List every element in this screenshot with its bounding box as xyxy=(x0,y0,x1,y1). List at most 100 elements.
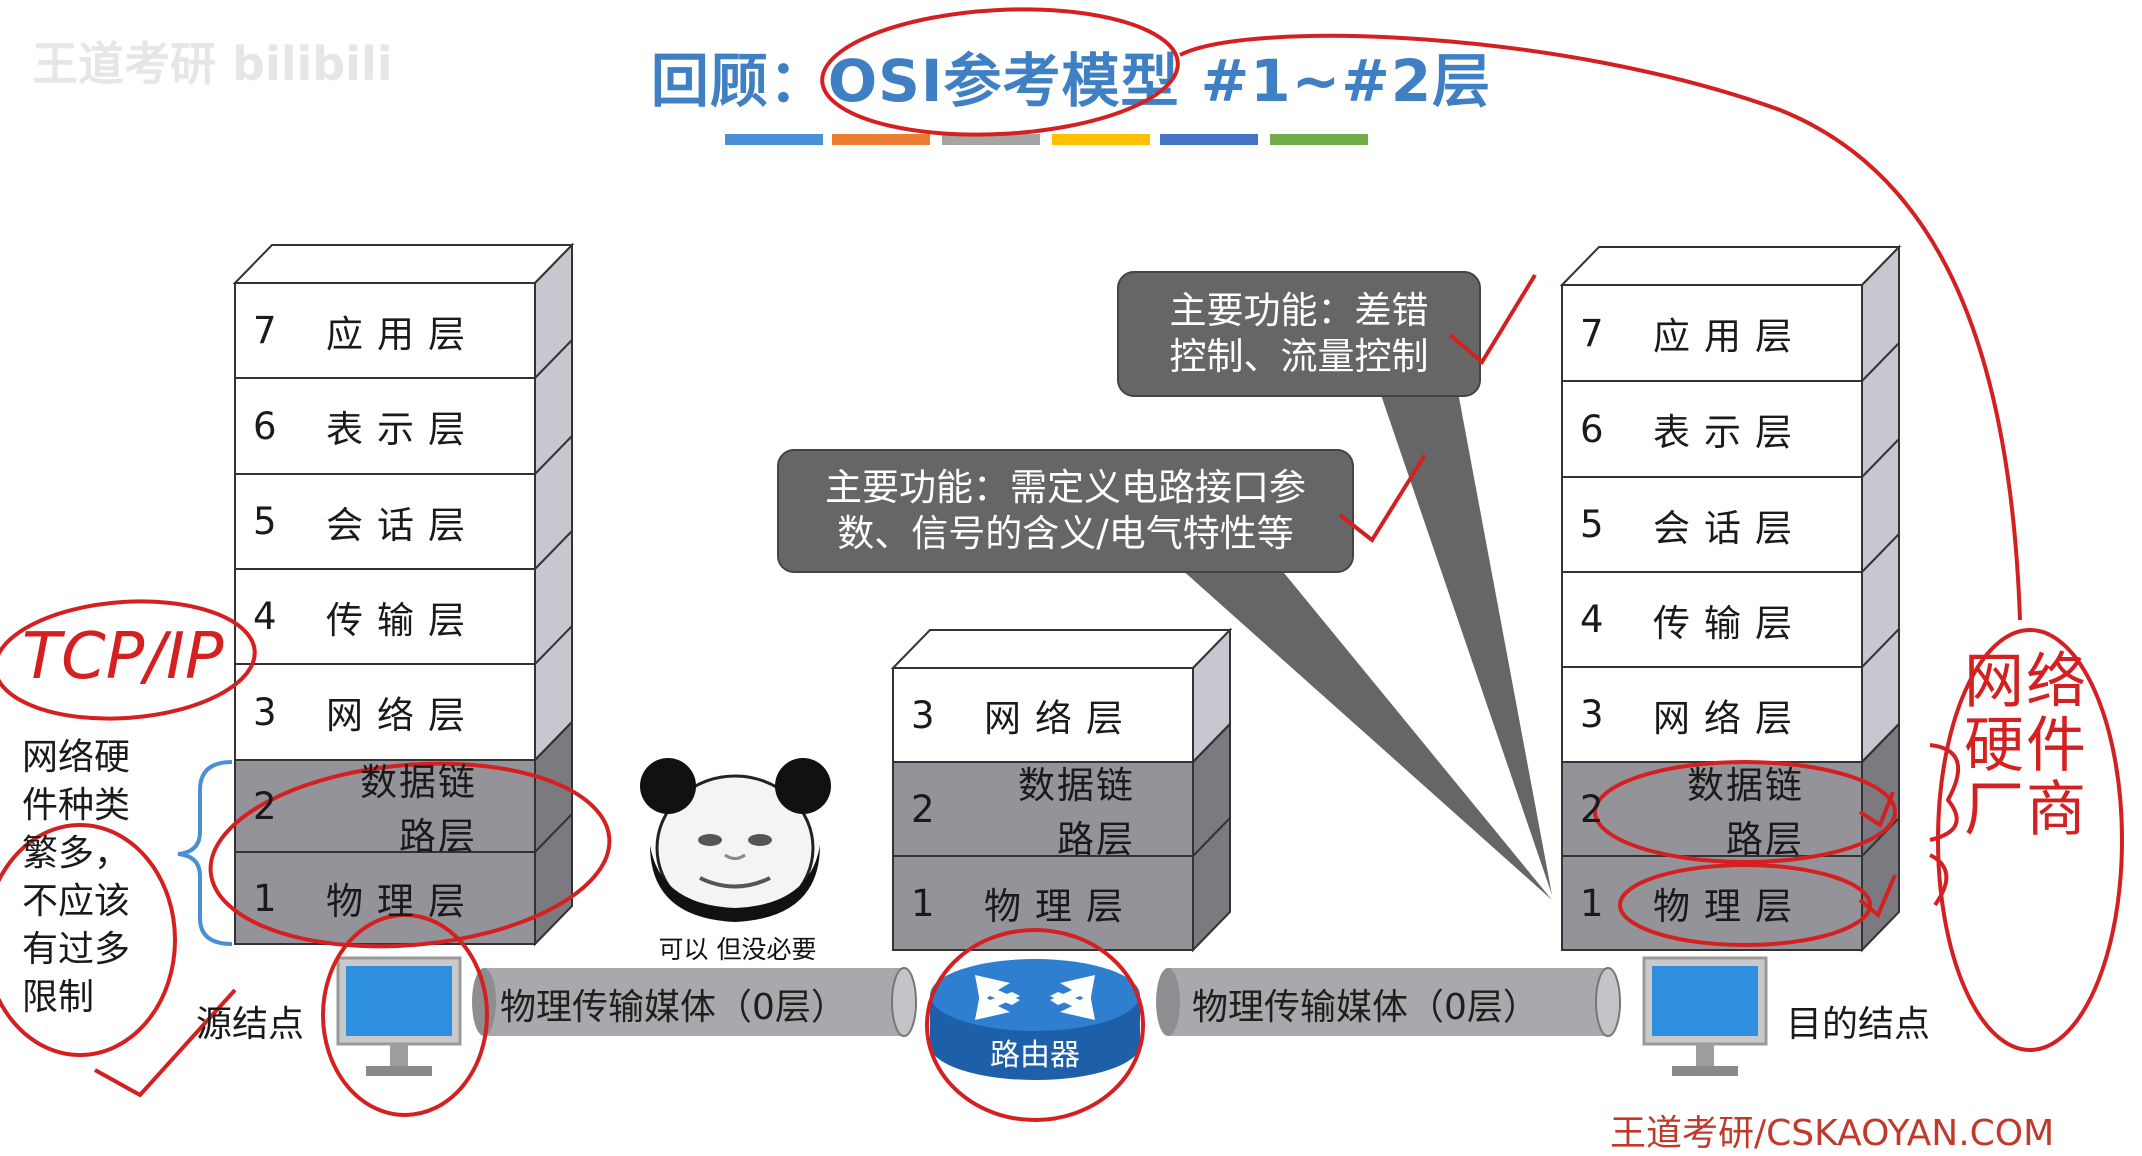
left-layer-2: 2 数据链路层 xyxy=(235,760,535,858)
meme-caption: 可以 但没必要 xyxy=(658,935,817,964)
layer-number: 2 xyxy=(253,784,277,828)
layer-name: 会话层 xyxy=(1653,506,1806,550)
layer-name: 网络层 xyxy=(1653,696,1806,740)
left-layer-5: 5 会话层 xyxy=(235,474,535,569)
right-layer-7: 7 应用层 xyxy=(1562,285,1862,381)
dest-computer-icon xyxy=(1642,956,1768,1076)
bracket-note-line: 有过多 xyxy=(22,929,131,970)
slide-title: 回顾：OSI参考模型 #1~#2层 xyxy=(650,47,1492,115)
callout-physical-line-2: 数、信号的含义/电气特性等 xyxy=(837,512,1294,555)
left-layer-4: 4 传输层 xyxy=(235,569,535,664)
layer-number: 1 xyxy=(253,876,277,920)
router-icon xyxy=(930,959,1140,1080)
bracket-note-line: 限制 xyxy=(22,977,95,1018)
left-stack-front-white xyxy=(234,282,536,761)
medium-left-label: 物理传输媒体（0层） xyxy=(500,987,847,1028)
layer-number: 2 xyxy=(1580,787,1604,831)
title-color-segment xyxy=(1270,134,1368,145)
layer-name: 传输层 xyxy=(326,598,479,642)
callout-physical-pointer xyxy=(1180,568,1552,900)
vendor-char: 网 xyxy=(1964,647,2024,717)
layer-name: 物理层 xyxy=(984,885,1137,928)
title-color-segment xyxy=(725,134,823,145)
bracket-note-line: 网络硬 xyxy=(22,737,131,778)
bracket-note-line: 繁多， xyxy=(22,833,131,874)
vendor-char: 厂 xyxy=(1964,775,2024,845)
layer-number: 7 xyxy=(253,309,277,352)
handwritten-tcpip: TCP/IP xyxy=(22,620,224,694)
dest-node-label: 目的结点 xyxy=(1786,1004,1931,1045)
layer-name: 表示层 xyxy=(326,408,479,451)
medium-left-pipe xyxy=(472,967,917,1037)
layer-number: 3 xyxy=(253,690,277,734)
callout-physical: 主要功能：需定义电路接口参 数、信号的含义/电气特性等 xyxy=(778,450,1353,572)
hand-annotations xyxy=(0,7,2124,1122)
panda-meme-image xyxy=(638,758,833,922)
layer-name: 会话层 xyxy=(326,503,479,547)
middle-layer-3: 3 网络层 xyxy=(893,668,1193,762)
layer-name: 网络层 xyxy=(984,697,1137,740)
handwritten-vendor-note: 网 络 硬 件 厂 商 xyxy=(1964,647,2086,845)
router-label: 路由器 xyxy=(990,1038,1080,1073)
callout-datalink-pointer xyxy=(1380,392,1552,895)
title-color-segment xyxy=(1160,134,1258,145)
layer-number: 4 xyxy=(1580,598,1604,641)
middle-layer-1: 1 物理层 xyxy=(893,856,1193,950)
callout-datalink-line-2: 控制、流量控制 xyxy=(1169,335,1429,378)
left-brace xyxy=(177,760,233,946)
right-layer-5: 5 会话层 xyxy=(1562,477,1862,572)
callout-datalink-box xyxy=(1117,271,1481,397)
layer-number: 7 xyxy=(1580,311,1604,355)
footer-site: 王道考研/CSKAOYAN.COM xyxy=(1610,1113,2055,1154)
left-stack-side-upper xyxy=(534,242,573,763)
middle-stack-front-white xyxy=(892,667,1194,763)
layer-number: 1 xyxy=(911,881,935,925)
bracket-note-line: 不应该 xyxy=(22,881,131,922)
right-stack-front-white xyxy=(1561,284,1863,763)
middle-stack-top-face xyxy=(890,629,1233,669)
layer-name: 物理层 xyxy=(1653,885,1806,928)
medium-right-label: 物理传输媒体（0层） xyxy=(1192,987,1539,1028)
layer-name: 传输层 xyxy=(1653,601,1806,645)
layer-number: 5 xyxy=(253,500,277,543)
title-color-segment xyxy=(942,134,1040,145)
watermark: 王道考研 bilibili xyxy=(32,37,393,91)
title-color-segment xyxy=(832,134,930,145)
vendor-char: 件 xyxy=(2026,711,2086,781)
callout-physical-line-1: 主要功能：需定义电路接口参 xyxy=(825,466,1306,509)
left-layer-7: 7 应用层 xyxy=(235,283,535,378)
vendor-char: 硬 xyxy=(1964,711,2024,781)
callout-datalink: 主要功能：差错 控制、流量控制 xyxy=(1118,272,1480,396)
osi-diagram-graphics xyxy=(0,7,2124,1122)
layer-number: 4 xyxy=(253,595,277,638)
bracket-note-line: 件种类 xyxy=(22,785,131,826)
left-stack-top-face xyxy=(232,244,575,284)
layer-name: 数据链路层 xyxy=(360,761,477,858)
layer-number: 3 xyxy=(911,693,935,737)
layer-name: 应用层 xyxy=(326,312,479,356)
vendor-char: 络 xyxy=(2026,647,2086,717)
source-computer-icon xyxy=(336,956,462,1076)
source-node-label: 源结点 xyxy=(196,1004,305,1045)
layer-number: 2 xyxy=(911,787,935,831)
layer-name: 数据链路层 xyxy=(1018,764,1135,861)
layer-name: 网络层 xyxy=(326,694,479,737)
left-layer-3: 3 网络层 xyxy=(235,664,535,760)
layer-name: 表示层 xyxy=(1653,411,1806,454)
vendor-char: 商 xyxy=(2026,775,2086,845)
right-stack-top-face xyxy=(1559,246,1902,286)
callout-datalink-line-1: 主要功能：差错 xyxy=(1169,289,1429,332)
right-layer-4: 4 传输层 xyxy=(1562,572,1862,667)
layer-name: 应用层 xyxy=(1653,315,1806,358)
right-stack-side-upper xyxy=(1861,244,1900,765)
callout-physical-box xyxy=(777,449,1354,573)
medium-right-pipe xyxy=(1156,967,1621,1037)
layer-number: 5 xyxy=(1580,503,1604,546)
bracket-note: 网络硬 件种类 繁多， 不应该 有过多 限制 xyxy=(22,734,172,1022)
